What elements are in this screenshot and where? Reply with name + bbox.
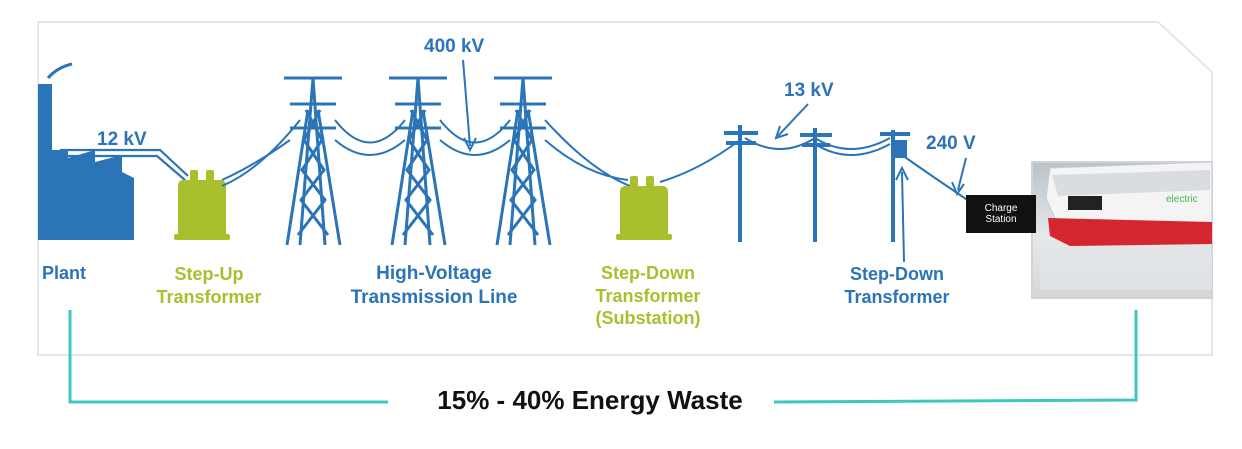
voltage-13kv: 13 kV (784, 80, 834, 101)
label-sd-sub-line1: Step-Down (601, 263, 695, 283)
label-sd-sub-line2: Transformer (595, 285, 701, 306)
plant-to-stepup-line (60, 148, 189, 181)
label-step-up-line2: Transformer (156, 286, 262, 307)
label-sd-line1: Step-Down (850, 264, 944, 284)
voltage-240v: 240 V (926, 133, 976, 154)
label-step-down-transformer: Step-Down Transformer (822, 263, 972, 308)
label-high-voltage-line: High-Voltage Transmission Line (318, 262, 550, 310)
label-step-up-line1: Step-Up (174, 264, 244, 284)
label-step-down-substation: Step-Down Transformer (Substation) (568, 262, 728, 330)
transmission-tower-icon-2 (389, 76, 447, 246)
label-hv-line2: Transmission Line (350, 286, 518, 308)
charge-station-box: Charge Station (966, 195, 1036, 233)
energy-waste-bracket (68, 310, 1138, 404)
arrow-13kv (777, 103, 809, 137)
arrowhead-400kv (463, 137, 477, 153)
label-sd-sub-line3: (Substation) (595, 308, 701, 328)
label-plant: Plant (42, 263, 87, 283)
step-up-transformer-icon (174, 170, 230, 240)
charge-station-line1: Charge (984, 202, 1018, 214)
label-sd-line2: Transformer (844, 286, 950, 307)
arrowhead-step-down (895, 165, 909, 181)
utility-pole-transformer-icon (880, 130, 910, 242)
arrowhead-240v (951, 181, 965, 197)
arrowhead-13kv (774, 125, 789, 140)
arrow-step-down (901, 171, 905, 263)
electric-bus-photo (1031, 161, 1213, 299)
transmission-tower-icon-3 (494, 76, 552, 246)
voltage-400kv: 400 kV (424, 36, 485, 57)
charge-station-line2: Station (985, 214, 1017, 225)
step-down-substation-icon (616, 176, 672, 240)
voltage-12kv: 12 kV (97, 129, 147, 150)
transmission-tower-icon-1 (284, 76, 342, 246)
arrow-240v (957, 157, 967, 191)
utility-pole-icon-1 (724, 125, 758, 242)
energy-waste-caption: 15% - 40% Energy Waste (437, 385, 743, 415)
label-hv-line1: High-Voltage (376, 263, 492, 284)
arrow-400kv (462, 59, 471, 147)
utility-pole-icon-2 (800, 128, 832, 242)
power-plant-icon (38, 62, 134, 240)
label-step-up-transformer: Step-Up Transformer (134, 263, 284, 308)
bus-side-text: electric (1166, 194, 1198, 205)
